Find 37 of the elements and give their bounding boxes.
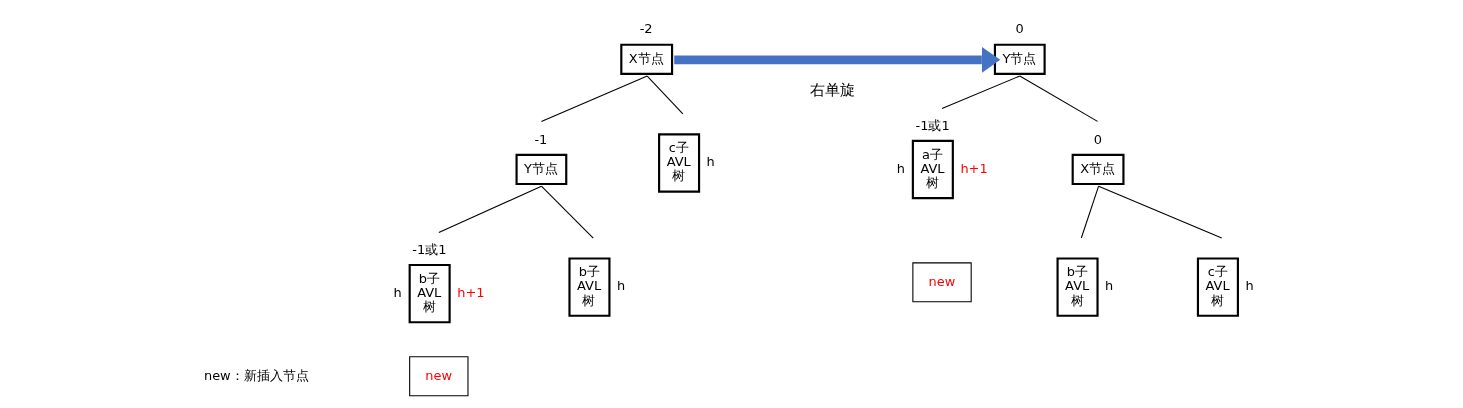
node-label: h <box>1104 278 1113 294</box>
connector <box>1080 185 1099 239</box>
connector <box>646 75 683 115</box>
node-box: b子 AVL 树 <box>1056 257 1099 317</box>
label: new：新插入节点 <box>203 367 309 383</box>
node-box: Y节点 <box>515 153 567 186</box>
node-label: h <box>392 284 402 300</box>
arrow <box>673 47 1000 73</box>
edge-label: 右单旋 <box>809 80 855 99</box>
node-label: h <box>616 278 625 294</box>
node-label: -2 <box>639 21 653 37</box>
node-label: h <box>1244 278 1254 294</box>
node-box: Y节点 <box>993 43 1046 75</box>
node-box: c子 AVL 树 <box>657 133 700 193</box>
node-label: -1或1 <box>411 241 447 257</box>
node-box: X节点 <box>619 43 673 75</box>
node-box: b子 AVL 树 <box>408 263 451 324</box>
node-label: h <box>896 160 905 176</box>
node-box: c子 AVL 树 <box>1196 257 1239 317</box>
connector <box>540 75 648 122</box>
node-label: -1 <box>533 131 547 147</box>
connector <box>941 75 1020 109</box>
connector <box>437 185 542 234</box>
connector <box>1018 75 1098 122</box>
node-label: 0 <box>1093 131 1102 147</box>
connector <box>540 185 594 239</box>
node-box: new <box>408 356 469 397</box>
connector <box>1097 185 1222 239</box>
node-label: h+1 <box>959 160 988 176</box>
node-box: new <box>911 262 972 303</box>
node-box: b子 AVL 树 <box>567 257 611 317</box>
node-label: -1或1 <box>915 117 950 133</box>
node-label: 0 <box>1014 21 1024 37</box>
node-label: h <box>706 154 715 170</box>
node-box: X节点 <box>1071 153 1124 186</box>
node-label: h+1 <box>456 284 484 300</box>
node-box: a子 AVL 树 <box>911 139 954 200</box>
